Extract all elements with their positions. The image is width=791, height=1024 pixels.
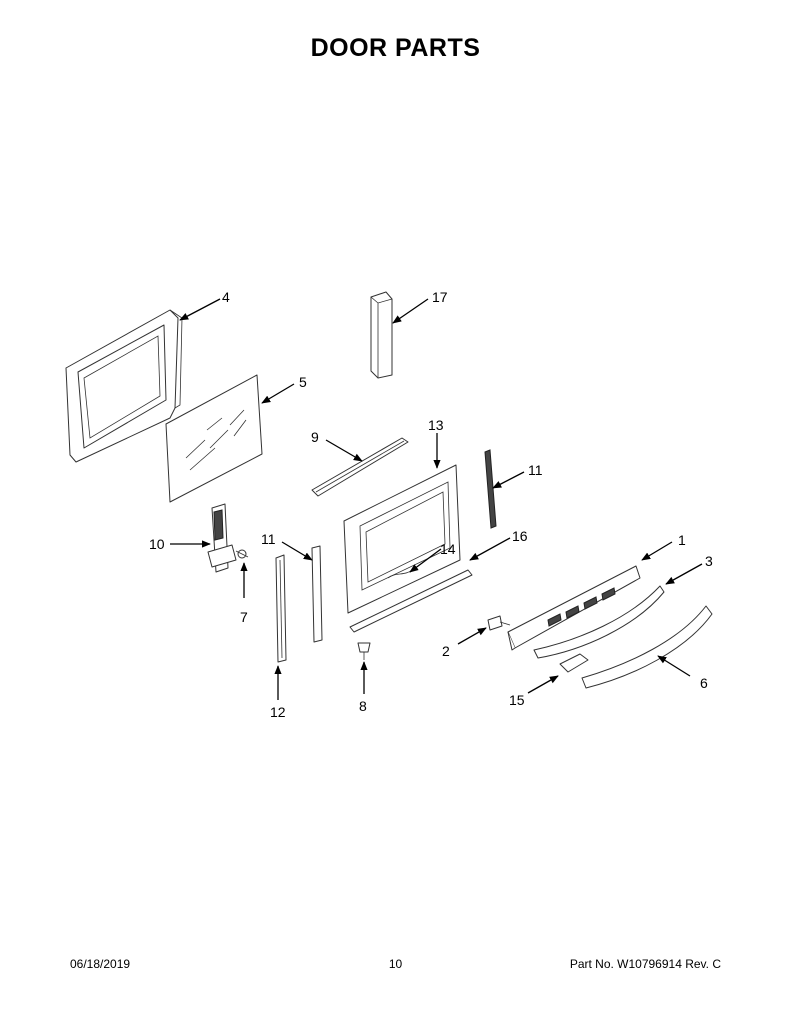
callout-2: 2 xyxy=(442,643,450,659)
callout-9: 9 xyxy=(311,429,319,445)
part-11-right-seal xyxy=(484,449,497,529)
callout-4: 4 xyxy=(222,289,230,305)
callout-8: 8 xyxy=(359,698,367,714)
callout-labels: 4 5 17 9 13 11 10 11 14 16 1 3 7 2 6 15 … xyxy=(149,289,713,720)
part-3-handle-trim xyxy=(533,585,665,659)
part-8-screw xyxy=(357,642,371,660)
part-10-hinge xyxy=(207,503,237,573)
part-4-inner-door-frame xyxy=(65,309,183,463)
callout-6: 6 xyxy=(700,675,708,691)
footer-part-number: Part No. W10796914 Rev. C xyxy=(569,957,721,971)
part-17-baffle xyxy=(370,291,393,379)
part-11-left-seal xyxy=(311,545,323,643)
callout-11-left: 11 xyxy=(261,531,276,547)
callout-7: 7 xyxy=(240,609,248,625)
part-16-bottom-bracket xyxy=(349,569,473,633)
part-2-screw xyxy=(487,615,511,631)
part-7-screw xyxy=(235,549,249,559)
part-12-side-channel xyxy=(275,554,287,663)
callout-3: 3 xyxy=(705,553,713,569)
part-9-trim-strip xyxy=(311,437,409,497)
part-5-glass-panel xyxy=(165,374,263,503)
part-6-door-handle xyxy=(581,605,713,689)
callout-1: 1 xyxy=(678,532,686,548)
footer-date: 06/18/2019 xyxy=(70,957,131,971)
footer-page-number: 10 xyxy=(388,957,403,971)
callout-15: 15 xyxy=(509,692,525,708)
callout-17: 17 xyxy=(432,289,448,305)
callout-16: 16 xyxy=(512,528,528,544)
part-1-vent-panel xyxy=(507,565,641,651)
part-15-end-cap xyxy=(559,653,589,673)
callout-10: 10 xyxy=(149,536,165,552)
leader-lines xyxy=(170,298,703,700)
callout-13: 13 xyxy=(428,417,444,433)
callout-5: 5 xyxy=(299,374,307,390)
callout-12: 12 xyxy=(270,704,286,720)
callout-11-right: 11 xyxy=(528,462,543,478)
page-title: DOOR PARTS xyxy=(310,34,481,62)
part-13-outer-door-panel xyxy=(343,464,461,614)
callout-14: 14 xyxy=(440,541,456,557)
